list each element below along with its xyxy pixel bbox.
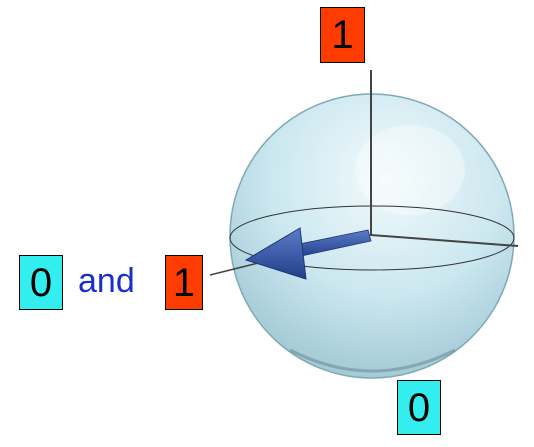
state-one-label-top: 1 [320,7,365,63]
x-axis [370,234,519,247]
state-one-label-left: 1 [165,255,203,310]
sphere-highlight [355,125,465,215]
state-zero-label-left: 0 [19,255,63,310]
state-vector-arrow [244,227,372,280]
state-zero-label-bottom: 0 [397,380,441,435]
and-connector-text: and [78,262,135,300]
sphere-shadow [289,348,456,373]
